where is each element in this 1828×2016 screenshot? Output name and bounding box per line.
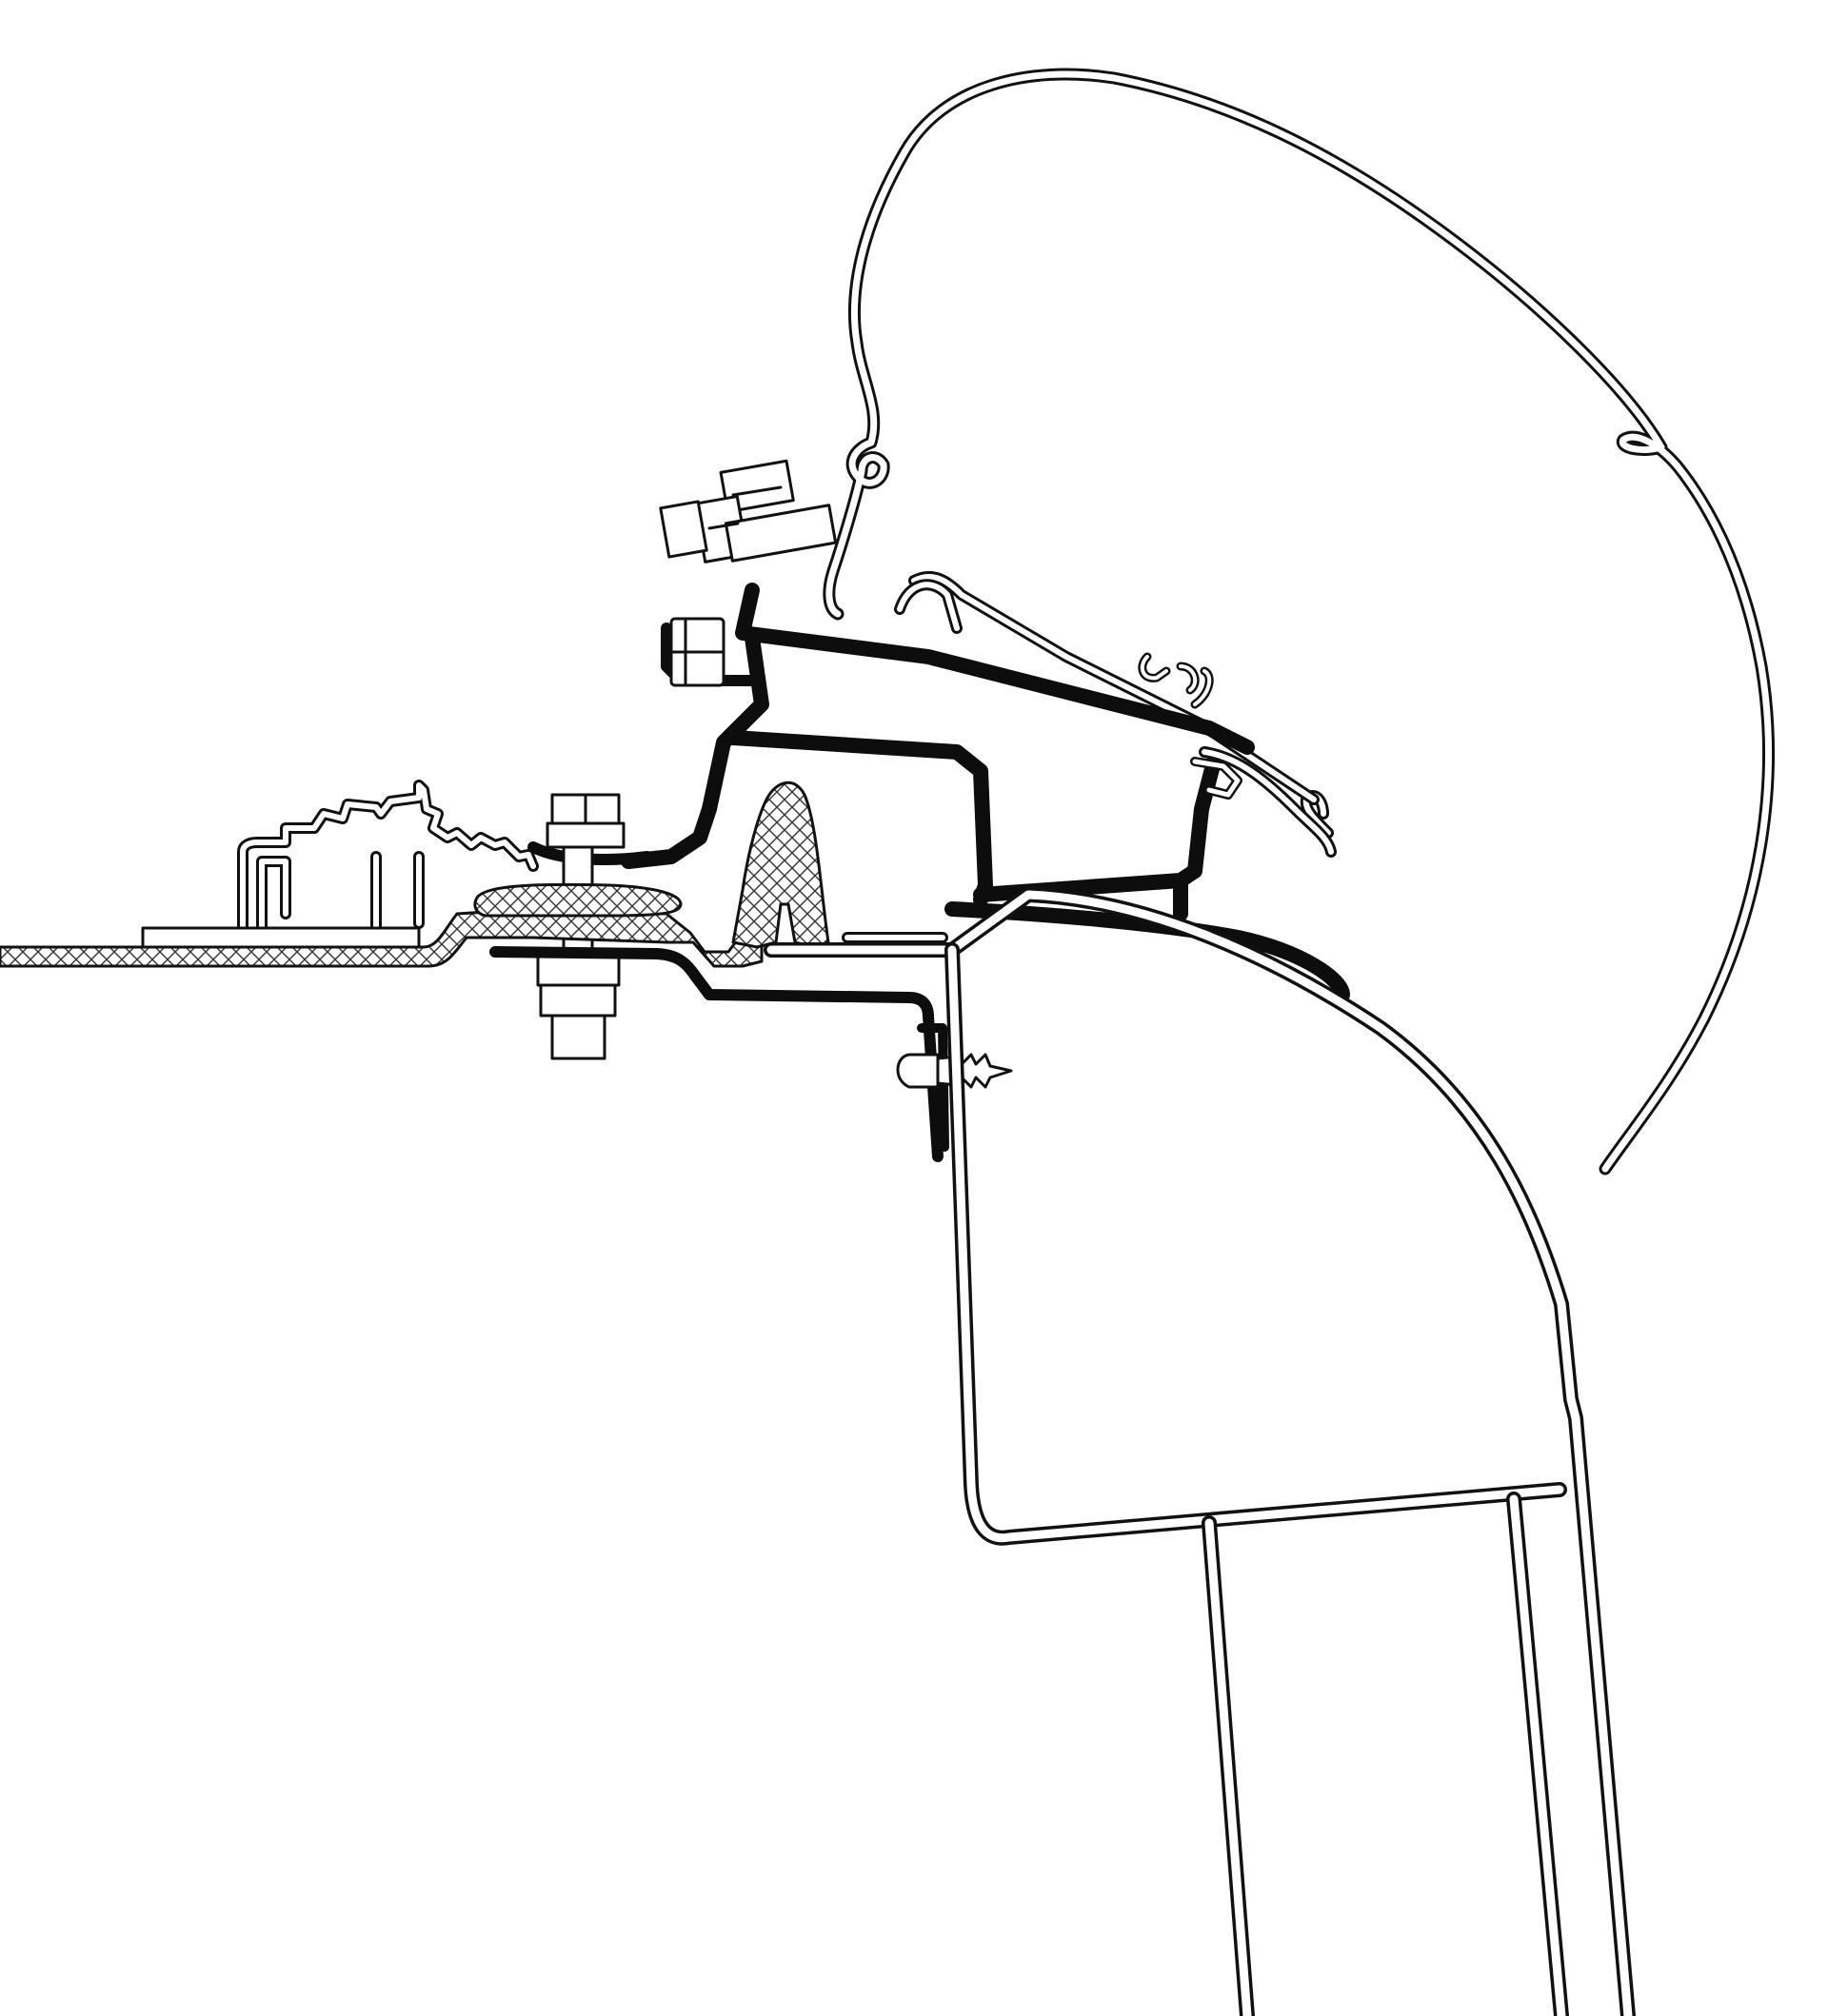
- awning-canopy-housing: [823, 68, 1775, 1176]
- clamping-bracket: [489, 946, 949, 1162]
- hex-bolt-middle: [669, 617, 725, 687]
- hex-bolt-lower: [536, 793, 626, 1060]
- rubber-seal: [731, 781, 830, 949]
- hex-bolt-upper: [659, 459, 838, 563]
- roof-panel: [0, 882, 764, 968]
- vehicle-body-frame: [764, 887, 1636, 2016]
